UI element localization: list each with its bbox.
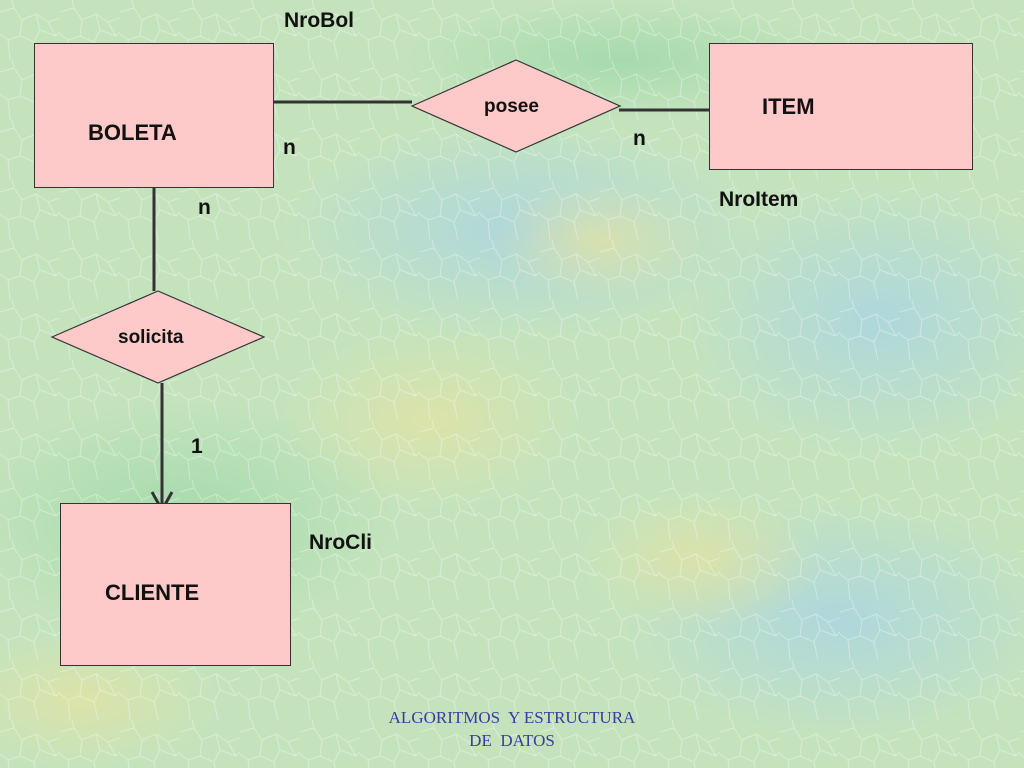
entity-boleta-label: BOLETA: [88, 120, 177, 145]
cardinality-item-posee: n: [633, 127, 646, 150]
entity-item: ITEM: [709, 43, 973, 170]
entity-item-label: ITEM: [762, 94, 815, 119]
footer-line-2: DE DATOS: [469, 731, 555, 750]
cardinality-cliente-solicita: 1: [191, 435, 203, 458]
footer-line-1: ALGORITMOS Y ESTRUCTURA: [388, 708, 636, 727]
entity-cliente-label: CLIENTE: [105, 580, 200, 605]
entity-boleta: BOLETA: [34, 43, 274, 188]
cardinality-boleta-solicita: n: [198, 196, 211, 219]
attribute-nrocli: NroCli: [309, 531, 372, 554]
relationship-solicita-shape: [50, 290, 266, 384]
entity-cliente: CLIENTE: [60, 503, 291, 666]
attribute-nrobol: NroBol: [284, 9, 354, 32]
relationship-solicita-label: solicita: [118, 327, 184, 348]
relationship-posee-label: posee: [484, 96, 539, 117]
attribute-nroitem: NroItem: [719, 188, 799, 211]
cardinality-boleta-posee: n: [283, 136, 296, 159]
relationship-posee-shape: [410, 59, 622, 153]
footer-course-title: ALGORITMOS Y ESTRUCTURA DE DATOS: [352, 706, 672, 752]
